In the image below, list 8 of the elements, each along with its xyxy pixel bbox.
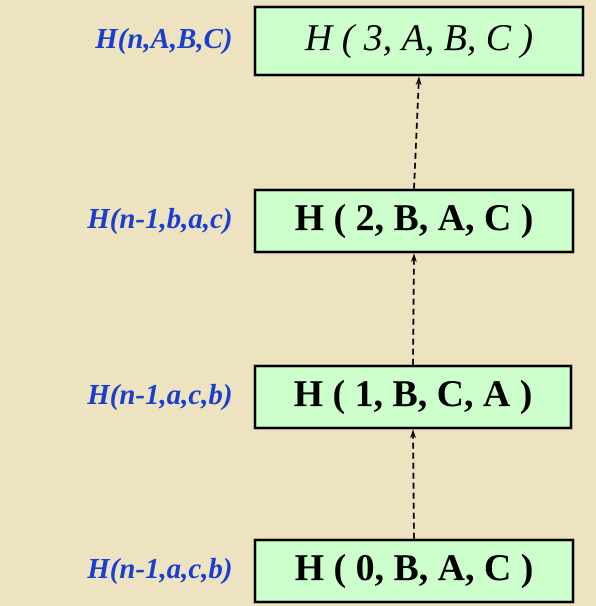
side-label: H(n,A,B,C) — [95, 28, 231, 54]
process-box: H ( 0, B, A, C ) — [254, 538, 574, 604]
process-box: H ( 2, B, A, C ) — [254, 188, 574, 254]
process-box: H ( 3, A, B, C ) — [254, 6, 584, 76]
side-label: H(n-1,a,c,b) — [87, 558, 231, 584]
side-label: H(n-1,b,a,c) — [87, 208, 231, 234]
side-label: H(n-1,a,c,b) — [87, 384, 231, 410]
process-box: H ( 1, B, C, A ) — [254, 364, 572, 430]
